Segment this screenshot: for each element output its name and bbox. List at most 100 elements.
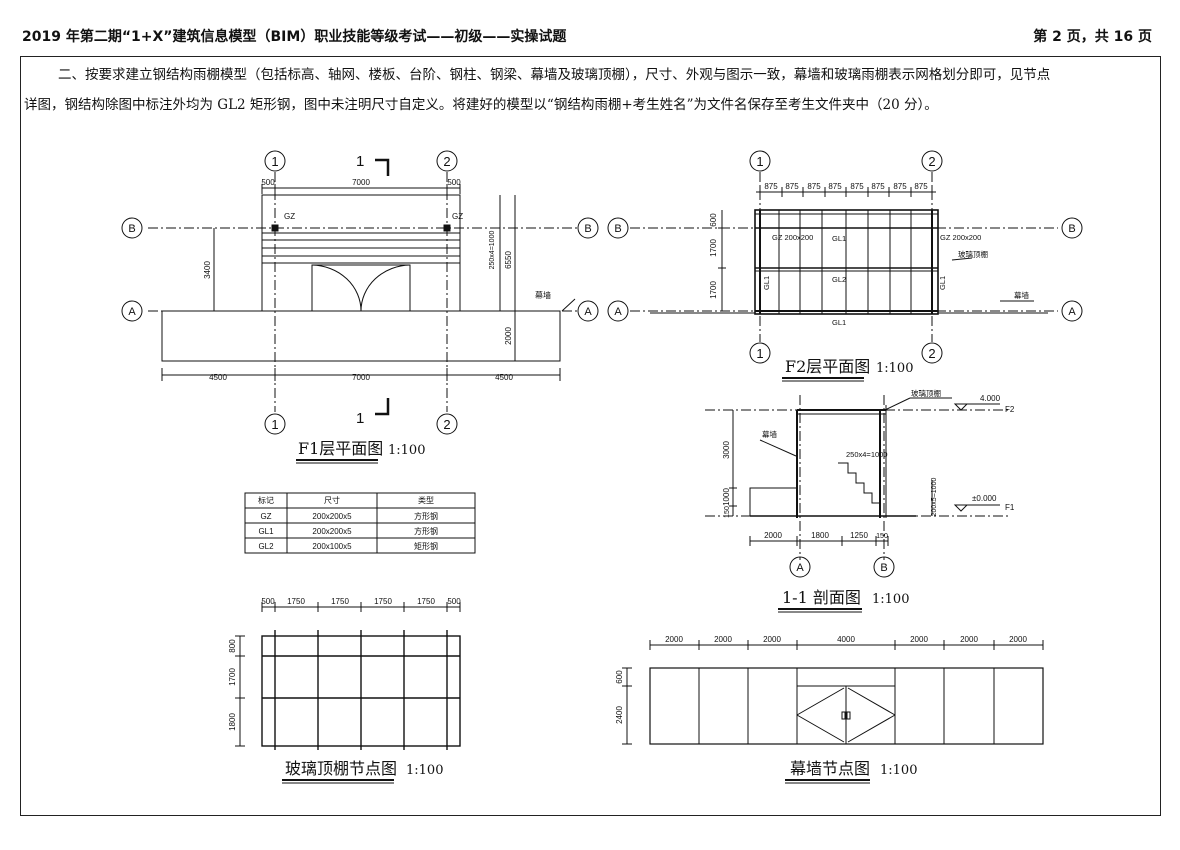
- f1-axis-1-bottom: 1: [271, 417, 278, 432]
- sec-title: 1-1 剖面图: [782, 588, 861, 607]
- roof-dim: 1750: [417, 597, 435, 606]
- f2-gz-left: GZ 200x200: [772, 233, 813, 242]
- roof-dim: 1750: [331, 597, 349, 606]
- cw-dim: 4000: [837, 635, 855, 644]
- f1-axis-b-left: B: [128, 223, 135, 235]
- f1-axis-a-right: A: [584, 306, 592, 318]
- f1-dim-bottom-1: 4500: [209, 373, 227, 382]
- f1-gz-right: GZ: [452, 212, 463, 221]
- table-cell: GZ: [260, 512, 271, 521]
- f1-curtain-label: 幕墙: [535, 290, 551, 300]
- sec-dim-200: 200x5=1000: [931, 478, 938, 517]
- sec-level-f1: F1: [1005, 503, 1015, 512]
- f2-dim-1700b: 1700: [709, 281, 718, 299]
- f2-dim: 875: [850, 182, 864, 191]
- roof-dim: 500: [447, 597, 461, 606]
- roof-side-dim: 1700: [228, 668, 237, 686]
- table-cell: 200x200x5: [312, 512, 352, 521]
- f1-section-mark-bottom: 1: [356, 410, 364, 427]
- f1-dim-top-3: 500: [447, 178, 461, 187]
- f2-scale: 1:100: [876, 361, 913, 376]
- roof-side-dim: 1800: [228, 713, 237, 731]
- f2-dim: 875: [893, 182, 907, 191]
- roof-dim: 1750: [287, 597, 305, 606]
- f2-dim: 875: [764, 182, 778, 191]
- curtain-wall-detail: 2000 2000 2000 4000 2000 2000 2000 600 2…: [615, 635, 1044, 784]
- f1-dim-bottom-2: 7000: [352, 373, 370, 382]
- f2-axis-a-left: A: [614, 306, 622, 318]
- table-header-mark: 标记: [258, 495, 274, 505]
- f2-gl2: GL2: [832, 275, 846, 284]
- table-cell: GL1: [258, 527, 274, 536]
- sec-dim-1000: 1000: [722, 488, 731, 506]
- sec-axis-b: B: [880, 562, 887, 574]
- sec-level-top: 4.000: [980, 394, 1001, 403]
- cw-title: 幕墙节点图: [790, 759, 870, 778]
- sec-dim-3000: 3000: [722, 441, 731, 459]
- cw-dim: 2000: [714, 635, 732, 644]
- f1-dim-3400: 3400: [203, 261, 212, 279]
- f1-axis-2-bottom: 2: [443, 417, 450, 432]
- f1-axis-1-top: 1: [271, 154, 278, 169]
- sec-glass-roof-label: 玻璃顶棚: [911, 388, 941, 398]
- sec-curtain-label: 幕墙: [762, 429, 777, 439]
- page-header-title: 2019 年第二期“1+X”建筑信息模型（BIM）职业技能等级考试——初级——实…: [22, 29, 567, 45]
- f1-dim-bottom-3: 4500: [495, 373, 513, 382]
- f1-axis-2-top: 2: [443, 154, 450, 169]
- f2-axis-2-top: 2: [928, 154, 935, 169]
- sec-axis-a: A: [796, 562, 804, 574]
- sec-dim-bottom: 1800: [811, 531, 829, 540]
- sec-level-f2: F2: [1005, 405, 1015, 414]
- f2-axis-1-top: 1: [756, 154, 763, 169]
- page-number: 第 2 页，共 16 页: [1033, 29, 1152, 45]
- sec-scale: 1:100: [872, 592, 909, 607]
- roof-dim: 1750: [374, 597, 392, 606]
- roof-scale: 1:100: [406, 763, 443, 778]
- f2-gl1-bottom: GL1: [832, 318, 846, 327]
- roof-title: 玻璃顶棚节点图: [285, 759, 397, 778]
- table-cell: 200x100x5: [312, 542, 352, 551]
- sec-dim-150: 150: [724, 506, 731, 518]
- cw-dim: 2000: [960, 635, 978, 644]
- f2-curtain-label: 幕墙: [1014, 290, 1030, 300]
- glass-roof-detail: 500 1750 1750 1750 1750 500 800 1700 180…: [228, 597, 461, 784]
- cw-dim: 2000: [1009, 635, 1027, 644]
- f2-axis-a-right: A: [1068, 306, 1076, 318]
- table-cell: GL2: [258, 542, 274, 551]
- f1-dim-top-1: 500: [261, 178, 275, 187]
- section-1-1: 玻璃顶棚 幕墙 4.000 F2 ±0.000 F1 3000 1000 150…: [705, 388, 1015, 613]
- table-header-type: 类型: [418, 495, 434, 505]
- table-header-size: 尺寸: [324, 495, 340, 505]
- roof-dim: 500: [261, 597, 275, 606]
- f2-dim: 875: [807, 182, 821, 191]
- sec-dim-bottom: 2000: [764, 531, 782, 540]
- f1-dim-6550: 6550: [504, 251, 513, 269]
- sec-level-0: ±0.000: [972, 494, 997, 503]
- f2-plan: 1 2 1 2 B B A A 875 875 875 875 875 87: [607, 150, 1083, 382]
- f2-dim: 875: [914, 182, 928, 191]
- f2-title: F2层平面图: [785, 357, 870, 376]
- f2-axis-b-right: B: [1068, 223, 1075, 235]
- f2-gl1-top: GL1: [832, 234, 846, 243]
- f2-dim: 875: [828, 182, 842, 191]
- table-cell: 方形钢: [414, 511, 438, 521]
- f2-dim: 875: [785, 182, 799, 191]
- f1-plan: 1 2 1 2 B B A A GZ GZ 幕墙 500 7000 500: [121, 150, 599, 464]
- f2-gl1-left: GL1: [762, 276, 771, 290]
- roof-side-dim: 800: [228, 639, 237, 653]
- f1-axis-b-right: B: [584, 223, 591, 235]
- f2-axis-2-bottom: 2: [928, 346, 935, 361]
- sec-dim-bottom: 150: [876, 533, 888, 540]
- member-table: 标记 尺寸 类型 GZ 200x200x5 方形钢 GL1 200x200x5 …: [244, 492, 476, 554]
- f2-axis-b-left: B: [614, 223, 621, 235]
- f2-glass-roof-label: 玻璃顶棚: [958, 249, 988, 259]
- cw-dim: 2000: [763, 635, 781, 644]
- cw-scale: 1:100: [880, 763, 917, 778]
- f1-scale: 1:100: [388, 443, 425, 458]
- cw-side-dim: 2400: [615, 706, 624, 724]
- cw-dim: 2000: [910, 635, 928, 644]
- question-text-line-2: 详图，钢结构除图中标注外均为 GL2 矩形钢，图中未注明尺寸自定义。将建好的模型…: [24, 97, 938, 113]
- f1-dim-top-2: 7000: [352, 178, 370, 187]
- sec-dim-bottom: 1250: [850, 531, 868, 540]
